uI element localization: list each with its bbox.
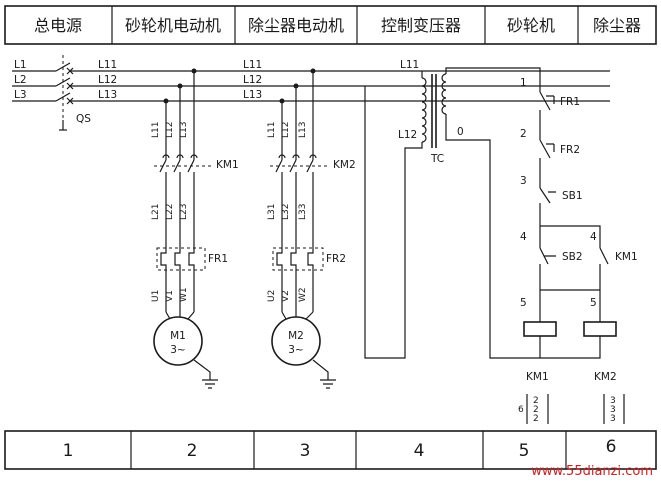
m1-out-label-u1: U1 xyxy=(151,290,161,302)
line-label-l11-b: L11 xyxy=(243,59,262,71)
m2-mid-label-l31: L31 xyxy=(267,204,277,220)
footer-number-1: 1 xyxy=(63,441,74,461)
line-label-l12-b: L12 xyxy=(243,74,262,86)
m1-out-label-w1: W1 xyxy=(179,287,189,302)
footer-number-2: 2 xyxy=(187,441,198,461)
line-label-l12-a: L12 xyxy=(98,74,117,86)
footer-number-5: 5 xyxy=(519,441,530,461)
header-section-power: 总电源 xyxy=(34,16,82,35)
node-label-4b: 4 xyxy=(590,231,597,243)
transformer-out-zero: 0 xyxy=(457,126,464,138)
motor-m1-branch: L11 L12 L13 KM1 L21 L22 L23 FR1 U1 V1 W1… xyxy=(151,71,239,389)
motor-m2-name: M2 xyxy=(288,330,304,342)
m2-out-label-w2: W2 xyxy=(298,287,308,302)
header-section-dust-collector: 除尘器 xyxy=(593,16,641,35)
watermark-text: www.55dianzi.com xyxy=(531,464,653,479)
motor-m1-name: M1 xyxy=(170,330,186,342)
header-section-dust-motor: 除尘器电动机 xyxy=(248,16,344,35)
m1-out-label-v1: V1 xyxy=(165,290,175,302)
motor-m1-phase: 3~ xyxy=(170,344,185,356)
phase-label-l2: L2 xyxy=(14,74,27,86)
node-label-2: 2 xyxy=(520,128,527,140)
m2-relay-label: FR2 xyxy=(326,253,346,265)
transformer-in-bottom-label: L12 xyxy=(398,129,417,141)
contact-table-row: 6 xyxy=(518,405,524,415)
control-circuit: 1 FR1 2 FR2 3 SB1 4 4 SB2 KM1 5 5 xyxy=(518,77,638,424)
line-label-l13-b: L13 xyxy=(243,89,262,101)
footer-number-3: 3 xyxy=(300,441,311,461)
switch-label-qs: QS xyxy=(76,113,91,125)
main-power-section: L1 L2 L3 QS L11 L12 L13 L11 L12 L13 xyxy=(12,55,610,131)
motor-m2-phase: 3~ xyxy=(288,344,303,356)
coil-km1-label: KM1 xyxy=(526,371,549,383)
m2-out-label-v2: V2 xyxy=(281,290,291,302)
m2-in-label-l11: L11 xyxy=(267,122,277,138)
transformer-in-top-label: L11 xyxy=(400,59,419,71)
footer-row: 1 2 3 4 5 6 xyxy=(4,430,657,470)
km2-contact-3: 3 xyxy=(610,414,616,424)
m2-mid-label-l32: L32 xyxy=(281,204,291,220)
sb2-label: SB2 xyxy=(562,251,583,263)
m1-mid-label-l22: L22 xyxy=(165,204,175,220)
coil-km1 xyxy=(523,321,557,337)
km2-contact-2: 3 xyxy=(610,405,616,415)
m1-contactor-label: KM1 xyxy=(216,159,239,171)
footer-number-6: 6 xyxy=(606,437,617,457)
coil-km2-label: KM2 xyxy=(594,371,617,383)
m1-in-label-l13: L13 xyxy=(179,122,189,138)
node-label-4a: 4 xyxy=(520,231,527,243)
m1-mid-label-l23: L23 xyxy=(179,204,189,220)
transformer-label: TC xyxy=(430,153,444,165)
km2-contact-1: 3 xyxy=(610,396,616,406)
km1-contact-2: 2 xyxy=(533,405,539,415)
km1-contact-1: 2 xyxy=(533,396,539,406)
m2-contactor-label: KM2 xyxy=(333,159,356,171)
node-label-3: 3 xyxy=(520,175,527,187)
header-section-grinder-motor: 砂轮机电动机 xyxy=(125,16,221,35)
control-transformer: L11 L12 0 TC xyxy=(364,59,541,359)
node-label-5b: 5 xyxy=(590,297,597,309)
m1-in-label-l11: L11 xyxy=(151,122,161,138)
fr2-contact-label: FR2 xyxy=(560,144,580,156)
node-label-1: 1 xyxy=(520,77,527,89)
m2-mid-label-l33: L33 xyxy=(298,204,308,220)
phase-label-l3: L3 xyxy=(14,89,27,101)
m2-in-label-l12: L12 xyxy=(281,122,291,138)
m2-out-label-u2: U2 xyxy=(267,290,277,302)
km1-aux-label: KM1 xyxy=(615,251,638,263)
motor-m2-branch: L11 L12 L13 KM2 L31 L32 L33 FR2 U2 V2 W2… xyxy=(267,71,356,389)
header-section-grinder: 砂轮机 xyxy=(507,16,555,35)
km1-contact-3: 2 xyxy=(533,414,539,424)
m2-in-label-l13: L13 xyxy=(298,122,308,138)
line-label-l13-a: L13 xyxy=(98,89,117,101)
footer-number-4: 4 xyxy=(414,441,425,461)
fr1-contact-label: FR1 xyxy=(560,96,580,108)
m1-mid-label-l21: L21 xyxy=(151,204,161,220)
node-label-5a: 5 xyxy=(520,297,527,309)
header-row: 总电源 砂轮机电动机 除尘器电动机 控制变压器 砂轮机 除尘器 xyxy=(4,5,657,45)
motor-m1-symbol xyxy=(153,316,203,366)
coil-km2 xyxy=(583,321,617,337)
m1-in-label-l12: L12 xyxy=(165,122,175,138)
header-section-transformer: 控制变压器 xyxy=(381,16,461,35)
line-label-l11-a: L11 xyxy=(98,59,117,71)
m1-relay-label: FR1 xyxy=(208,253,228,265)
phase-label-l1: L1 xyxy=(14,59,27,71)
sb1-label: SB1 xyxy=(562,190,583,202)
